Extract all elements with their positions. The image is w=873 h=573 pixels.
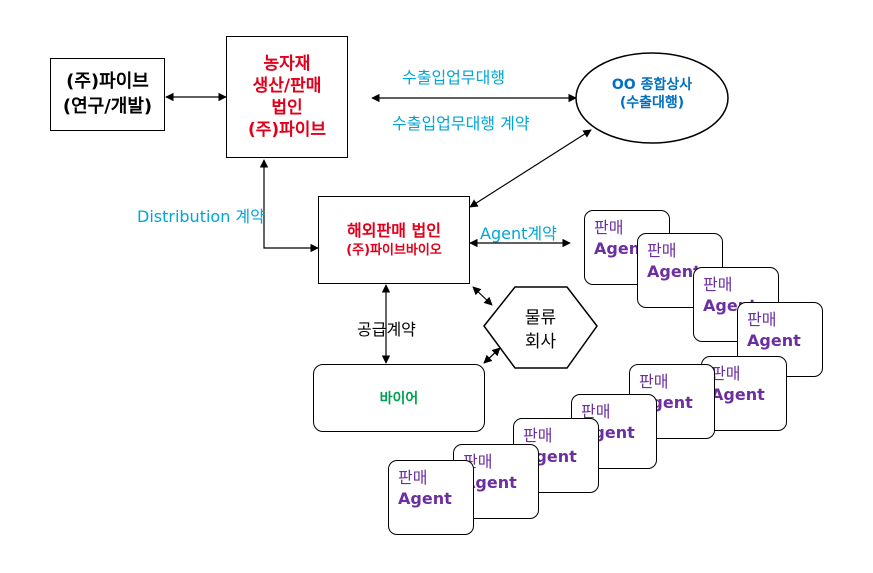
pibe-rnd-line2: (연구/개발) — [62, 95, 153, 117]
agent-line2: Agent — [747, 330, 801, 350]
export-agency-label: 수출입업무대행 — [402, 68, 506, 87]
buyer-box: 바이어 — [313, 364, 485, 432]
producer-line2: 생산/판매 — [252, 75, 322, 96]
distribution-contract-label: Distribution 계약 — [137, 207, 265, 226]
agent-line1: 판매 — [647, 241, 677, 260]
trading-ellipse — [575, 52, 729, 144]
trading-line1: OO 종합상사 — [611, 77, 693, 93]
sales-agent-card: 판매 Agent — [701, 356, 787, 431]
logistics-line1: 물류 — [524, 308, 557, 328]
producer-line4: (주)파이브 — [247, 120, 327, 141]
agent-line2: Agent — [594, 238, 648, 258]
agent-line1: 판매 — [747, 310, 777, 329]
agent-line1: 판매 — [523, 426, 553, 445]
agent-line2: Agent — [463, 472, 517, 492]
logistics-hexagon — [483, 286, 598, 369]
logistics-label: 물류 회사 — [484, 307, 597, 355]
agent-line2: Agent — [398, 488, 452, 508]
export-agency-contract-label: 수출입업무대행 계약 — [392, 114, 530, 133]
trading-line2: (수출대행) — [619, 95, 685, 112]
agent-line1: 판매 — [398, 468, 428, 487]
logistics-line2: 회사 — [524, 331, 557, 352]
agent-line1: 판매 — [639, 372, 669, 391]
buyer-label: 바이어 — [379, 391, 419, 407]
producer-line1: 농자재 — [263, 53, 311, 74]
arrow-producer-overseas — [259, 159, 319, 253]
pibe-rnd-line1: (주)파이브 — [66, 71, 149, 93]
sales-agent-card: 판매 Agent — [388, 460, 474, 535]
pibe-rnd-box: (주)파이브 (연구/개발) — [50, 58, 165, 131]
producer-line3: 법인 — [271, 98, 303, 118]
arrow-logistics-buyer — [483, 347, 501, 364]
agent-line1: 판매 — [711, 364, 741, 383]
producer-box: 농자재 생산/판매 법인 (주)파이브 — [226, 36, 348, 158]
arrow-trading-overseas — [469, 129, 592, 208]
overseas-line1: 해외판매 법인 — [347, 220, 441, 240]
agent-line1: 판매 — [703, 275, 733, 294]
agent-line2: Agent — [711, 384, 765, 404]
agent-contract-label: Agent계약 — [480, 224, 557, 243]
agent-line1: 판매 — [581, 402, 611, 421]
overseas-sales-box: 해외판매 법인 (주)파이브바이오 — [318, 196, 470, 284]
trading-label: OO 종합상사 (수출대행) — [576, 76, 728, 112]
arrow-overseas-logistics — [472, 286, 493, 306]
agent-line1: 판매 — [594, 218, 624, 237]
agent-line1: 판매 — [463, 452, 493, 471]
supply-contract-label: 공급계약 — [357, 320, 416, 339]
agent-line2: Agent — [647, 261, 701, 281]
overseas-line2: (주)파이브바이오 — [346, 243, 442, 259]
